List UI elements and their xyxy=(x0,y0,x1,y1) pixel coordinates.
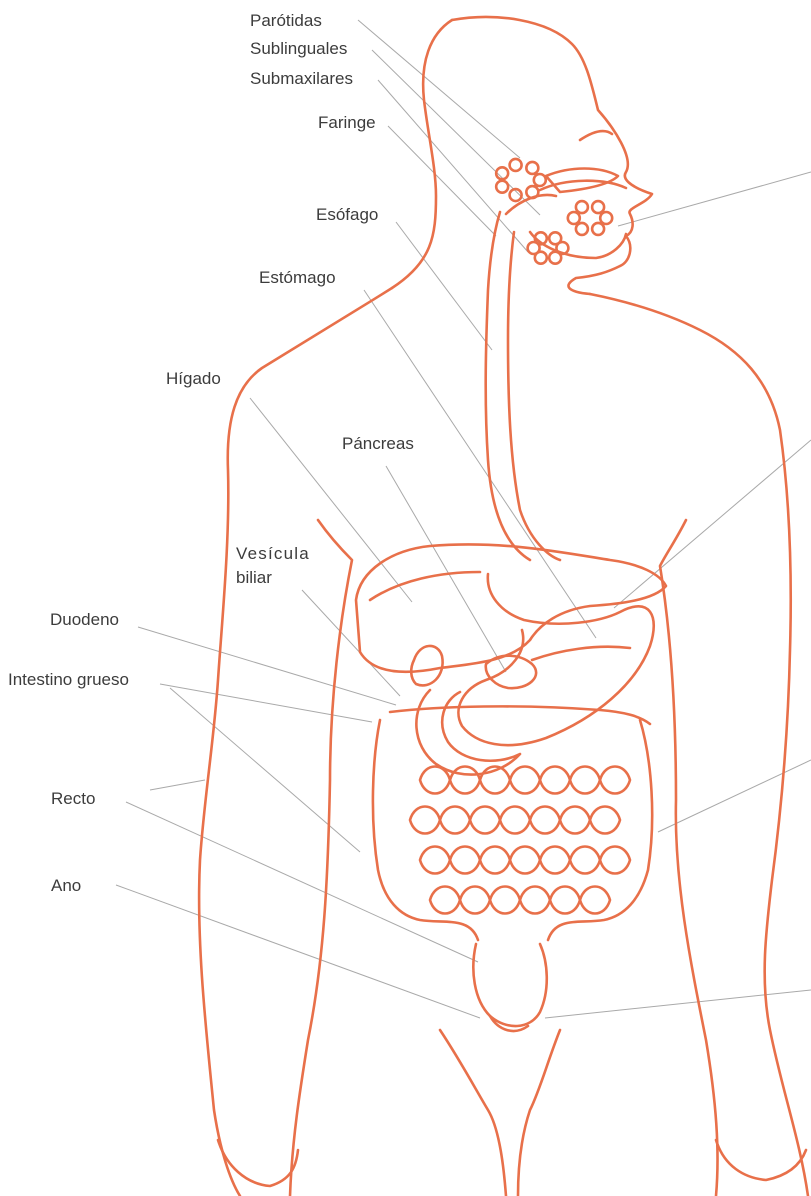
label-estomago: Estómago xyxy=(259,268,336,288)
arm-right-inner xyxy=(660,520,718,1196)
neck-shoulder-left xyxy=(199,288,392,1196)
small-intestine-coil-row xyxy=(430,887,610,914)
nose-outline xyxy=(580,131,612,140)
small-intestine-coil-row xyxy=(410,807,620,834)
label-parotidas: Parótidas xyxy=(250,11,322,31)
right-mid-leader xyxy=(658,760,811,832)
esophagus-outline xyxy=(508,232,560,560)
sublingual-gland xyxy=(568,201,612,235)
parotidas-leader xyxy=(358,20,520,158)
stomach-fold xyxy=(532,647,630,660)
right-upper-leader xyxy=(614,440,811,608)
neck-shoulder-right xyxy=(590,294,808,1196)
label-faringe: Faringe xyxy=(318,113,376,133)
right-lower-leader xyxy=(545,990,811,1018)
label-intestino-grueso: Intestino grueso xyxy=(8,670,129,690)
recto-leader xyxy=(126,802,478,962)
higado-leader xyxy=(250,398,412,602)
waist-left xyxy=(440,1030,506,1196)
submaxilares-leader xyxy=(378,80,528,252)
label-vesicula-line2: biliar xyxy=(236,568,272,588)
label-submaxilares: Submaxilares xyxy=(250,69,353,89)
label-sublinguales: Sublinguales xyxy=(250,39,347,59)
waist-right xyxy=(518,1030,560,1196)
faringe-leader xyxy=(388,126,496,236)
hand-right xyxy=(716,1140,806,1180)
liver-inner-line xyxy=(370,572,480,600)
body-leader xyxy=(150,780,205,790)
pancreas-leader xyxy=(386,466,506,672)
label-duodeno: Duodeno xyxy=(50,610,119,630)
liver-outline xyxy=(356,544,666,671)
gallbladder-outline xyxy=(411,646,442,685)
intestino-grueso-leader-a xyxy=(160,684,372,722)
rectum-outline xyxy=(473,944,546,1026)
hand-left xyxy=(218,1140,298,1186)
arm-left-inner xyxy=(290,520,352,1196)
label-recto: Recto xyxy=(51,789,95,809)
small-intestine-coil-row xyxy=(420,847,630,874)
vesicula-leader xyxy=(302,590,400,696)
esofago-leader xyxy=(396,222,492,350)
label-higado: Hígado xyxy=(166,369,221,389)
label-pancreas: Páncreas xyxy=(342,434,414,454)
label-ano: Ano xyxy=(51,876,81,896)
ano-leader xyxy=(116,885,480,1018)
trachea-hint xyxy=(506,195,556,214)
colon-outline xyxy=(373,706,652,940)
label-esofago: Esófago xyxy=(316,205,378,225)
anus-outline xyxy=(490,1016,528,1031)
label-vesicula-line1: Vesícula xyxy=(236,544,310,564)
